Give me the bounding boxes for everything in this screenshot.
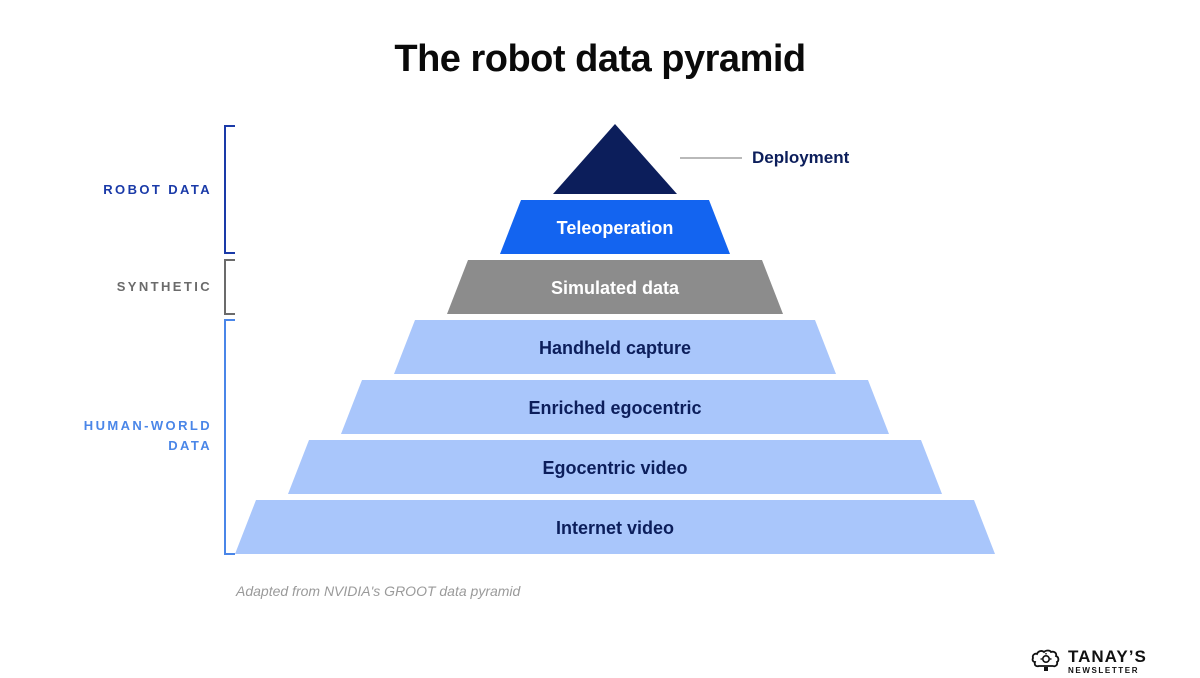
deployment-label: Deployment (752, 148, 850, 167)
page-title: The robot data pyramid (394, 38, 806, 80)
pyramid-layer-internet-video (235, 500, 995, 554)
pyramid-layer-teleoperation (500, 200, 730, 254)
robot-data-bracket (224, 125, 235, 254)
robot-data-label: ROBOT DATA (40, 180, 212, 200)
synthetic-label: SYNTHETIC (40, 277, 212, 297)
source-caption: Adapted from NVIDIA's GROOT data pyramid (236, 583, 521, 599)
robot-data-text: ROBOT DATA (103, 182, 212, 197)
pyramid-layer-simulated-data (447, 260, 783, 314)
synthetic-text: SYNTHETIC (116, 279, 212, 294)
brand-name: TANAY’S (1068, 647, 1147, 666)
lightbulb-brain-icon (1031, 649, 1060, 671)
layer-label-teleoperation: Teleoperation (557, 218, 674, 238)
layer-label-handheld-capture: Handheld capture (539, 338, 691, 358)
layer-label-internet-video: Internet video (556, 518, 674, 538)
layer-label-enriched-egocentric: Enriched egocentric (528, 398, 701, 418)
human-world-label: HUMAN-WORLD DATA (40, 416, 212, 456)
pyramid-layer-enriched-egocentric (341, 380, 889, 434)
synthetic-bracket (224, 259, 235, 315)
layer-label-simulated-data: Simulated data (551, 278, 680, 298)
human-world-text-line2: DATA (168, 438, 212, 453)
brand-logo: TANAY’S NEWSLETTER (1030, 647, 1150, 678)
layer-label-egocentric-video: Egocentric video (542, 458, 687, 478)
human-world-bracket (224, 319, 235, 555)
pyramid-layer-handheld-capture (394, 320, 836, 374)
brand-subtitle: NEWSLETTER (1068, 666, 1140, 675)
pyramid-layer-egocentric-video (288, 440, 942, 494)
human-world-text-line1: HUMAN-WORLD (83, 418, 212, 433)
pyramid-layer-deployment (553, 124, 677, 194)
